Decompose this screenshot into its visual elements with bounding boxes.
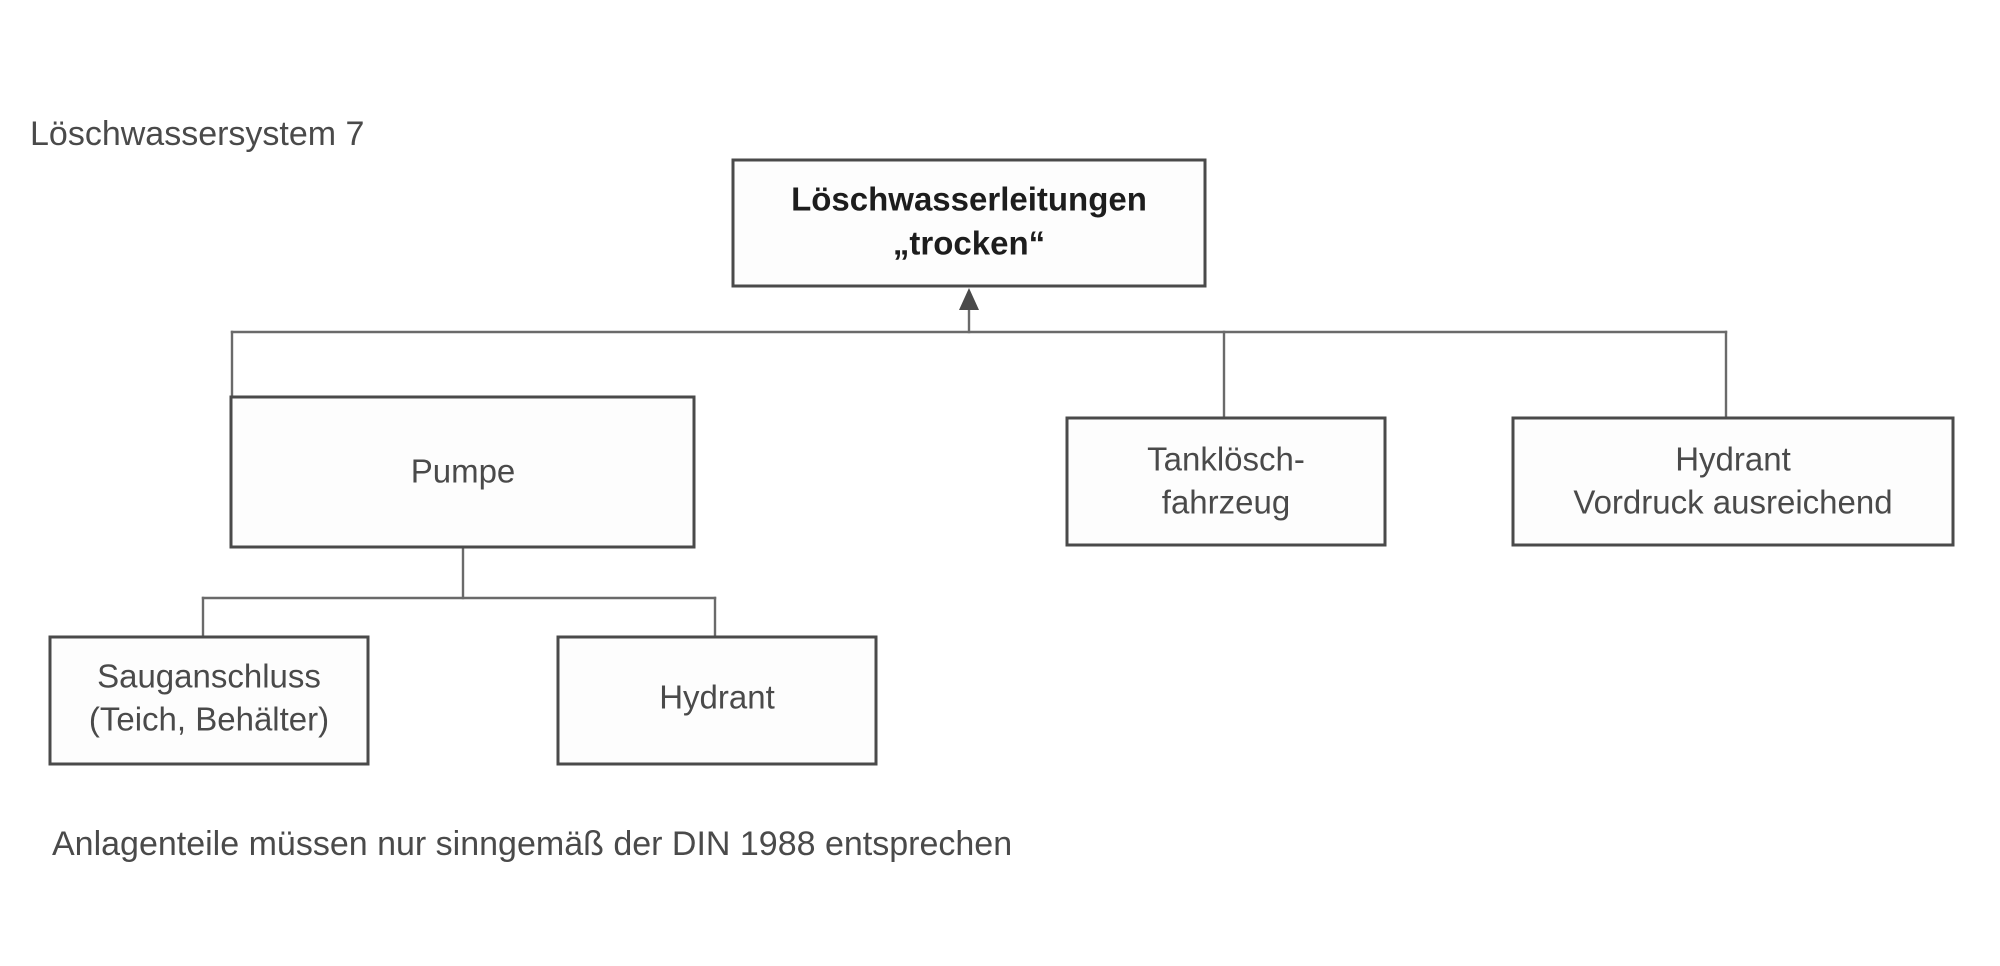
node-hydrant[interactable]: Hydrant [556,635,878,766]
node-box-sauganschluss[interactable] [48,635,370,766]
node-tankloeschfahrzeug[interactable]: Tanklösch- fahrzeug [1065,416,1387,547]
node-sauganschluss-line2: (Teich, Behälter) [89,701,329,738]
node-box-root[interactable] [731,158,1207,288]
node-pumpe-line1: Pumpe [411,453,516,490]
node-hydrant-line1: Hydrant [659,679,775,716]
diagram-footnote: Anlagenteile müssen nur sinngemäß der DI… [52,825,1012,863]
node-box-tankloeschfahrzeug[interactable] [1065,416,1387,547]
node-box-hydrant[interactable] [556,635,878,766]
node-sauganschluss-line1: Sauganschluss [97,658,321,695]
node-hydrant-vordruck-line1: Hydrant [1675,441,1791,478]
node-pumpe[interactable]: Pumpe [229,395,696,549]
node-tankloeschfahrzeug-line1: Tanklösch- [1147,441,1305,478]
page-title: Löschwassersystem 7 [30,115,364,153]
connector-group-level2 [201,545,717,639]
arrow-head-icon [959,288,979,310]
node-hydrant-vordruck[interactable]: Hydrant Vordruck ausreichend [1511,416,1955,547]
connector-group-level1 [230,288,1728,420]
node-box-pumpe[interactable] [229,395,696,549]
node-loeschwasserleitungen-trocken[interactable]: Löschwasserleitungen „trocken“ [731,158,1207,288]
node-hydrant-vordruck-line2: Vordruck ausreichend [1573,484,1892,521]
node-box-hydrant-vordruck[interactable] [1511,416,1955,547]
node-tankloeschfahrzeug-line2: fahrzeug [1162,484,1290,521]
node-sauganschluss[interactable]: Sauganschluss (Teich, Behälter) [48,635,370,766]
node-root-line2: „trocken“ [893,225,1045,262]
node-root-line1: Löschwasserleitungen [791,181,1147,218]
